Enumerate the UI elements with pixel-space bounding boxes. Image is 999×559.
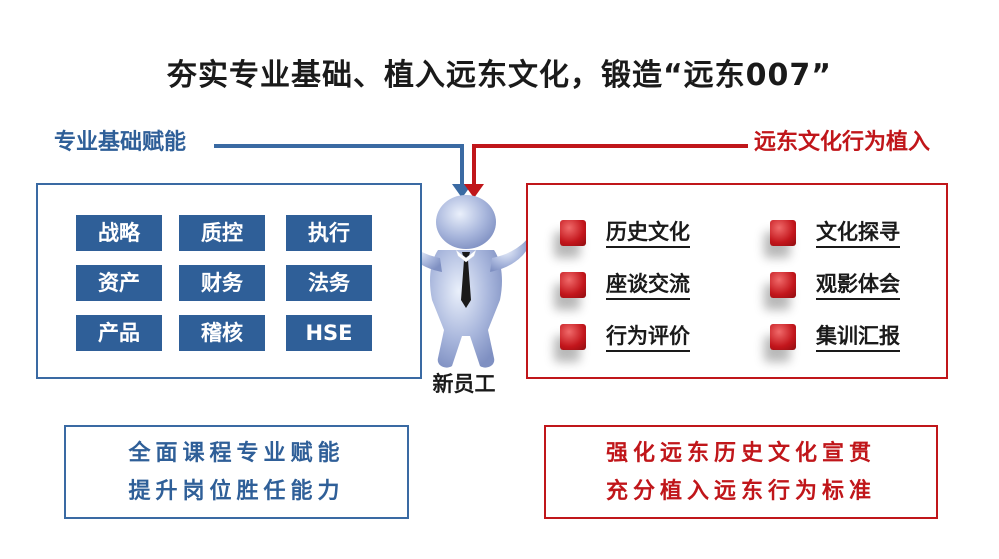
item-label: 文化探寻: [816, 219, 900, 248]
right-section-label: 远东文化行为植入: [754, 130, 931, 155]
tag-execution: 执行: [286, 215, 372, 251]
culture-behavior-panel: 历史文化 文化探寻 座谈交流 观影体会 行为评价 集训汇报: [526, 183, 948, 379]
item-label: 座谈交流: [606, 271, 690, 300]
page-title: 夯实专业基础、植入远东文化，锻造“远东007”: [166, 58, 833, 93]
red-square-bullet-icon: [560, 272, 586, 298]
red-connector: [464, 144, 748, 198]
item-history-culture: 历史文化: [560, 213, 690, 253]
left-section-label: 专业基础赋能: [54, 130, 187, 155]
red-square-bullet-icon: [770, 324, 796, 350]
tag-product: 产品: [76, 315, 162, 351]
left-summary-box: 全面课程专业赋能 提升岗位胜任能力: [64, 425, 409, 519]
tag-assets: 资产: [76, 265, 162, 301]
item-label: 行为评价: [606, 323, 690, 352]
tag-audit: 稽核: [179, 315, 265, 351]
left-summary-line-2: 提升岗位胜任能力: [128, 479, 345, 504]
item-label: 历史文化: [606, 219, 690, 248]
red-square-bullet-icon: [770, 220, 796, 246]
tag-finance: 财务: [179, 265, 265, 301]
tag-hse: HSE: [286, 315, 372, 351]
professional-foundation-panel: 战略 质控 执行 资产 财务 法务 产品 稽核 HSE: [36, 183, 422, 379]
item-discussion: 座谈交流: [560, 265, 690, 305]
red-square-bullet-icon: [560, 220, 586, 246]
item-film-viewing: 观影体会: [770, 265, 900, 305]
item-training-report: 集训汇报: [770, 317, 900, 357]
tag-legal: 法务: [286, 265, 372, 301]
item-label: 集训汇报: [816, 323, 900, 352]
item-culture-exploration: 文化探寻: [770, 213, 900, 253]
item-label: 观影体会: [816, 271, 900, 300]
tag-strategy: 战略: [76, 215, 162, 251]
new-employee-figure-icon: [403, 195, 529, 368]
tag-quality-control: 质控: [179, 215, 265, 251]
red-square-bullet-icon: [770, 272, 796, 298]
new-employee-label: 新员工: [432, 372, 496, 396]
red-square-bullet-icon: [560, 324, 586, 350]
left-summary-line-1: 全面课程专业赋能: [128, 441, 345, 466]
item-behavior-evaluation: 行为评价: [560, 317, 690, 357]
right-summary-line-1: 强化远东历史文化宣贯: [605, 441, 876, 466]
right-summary-line-2: 充分植入远东行为标准: [605, 479, 876, 504]
right-summary-box: 强化远东历史文化宣贯 充分植入远东行为标准: [544, 425, 938, 519]
